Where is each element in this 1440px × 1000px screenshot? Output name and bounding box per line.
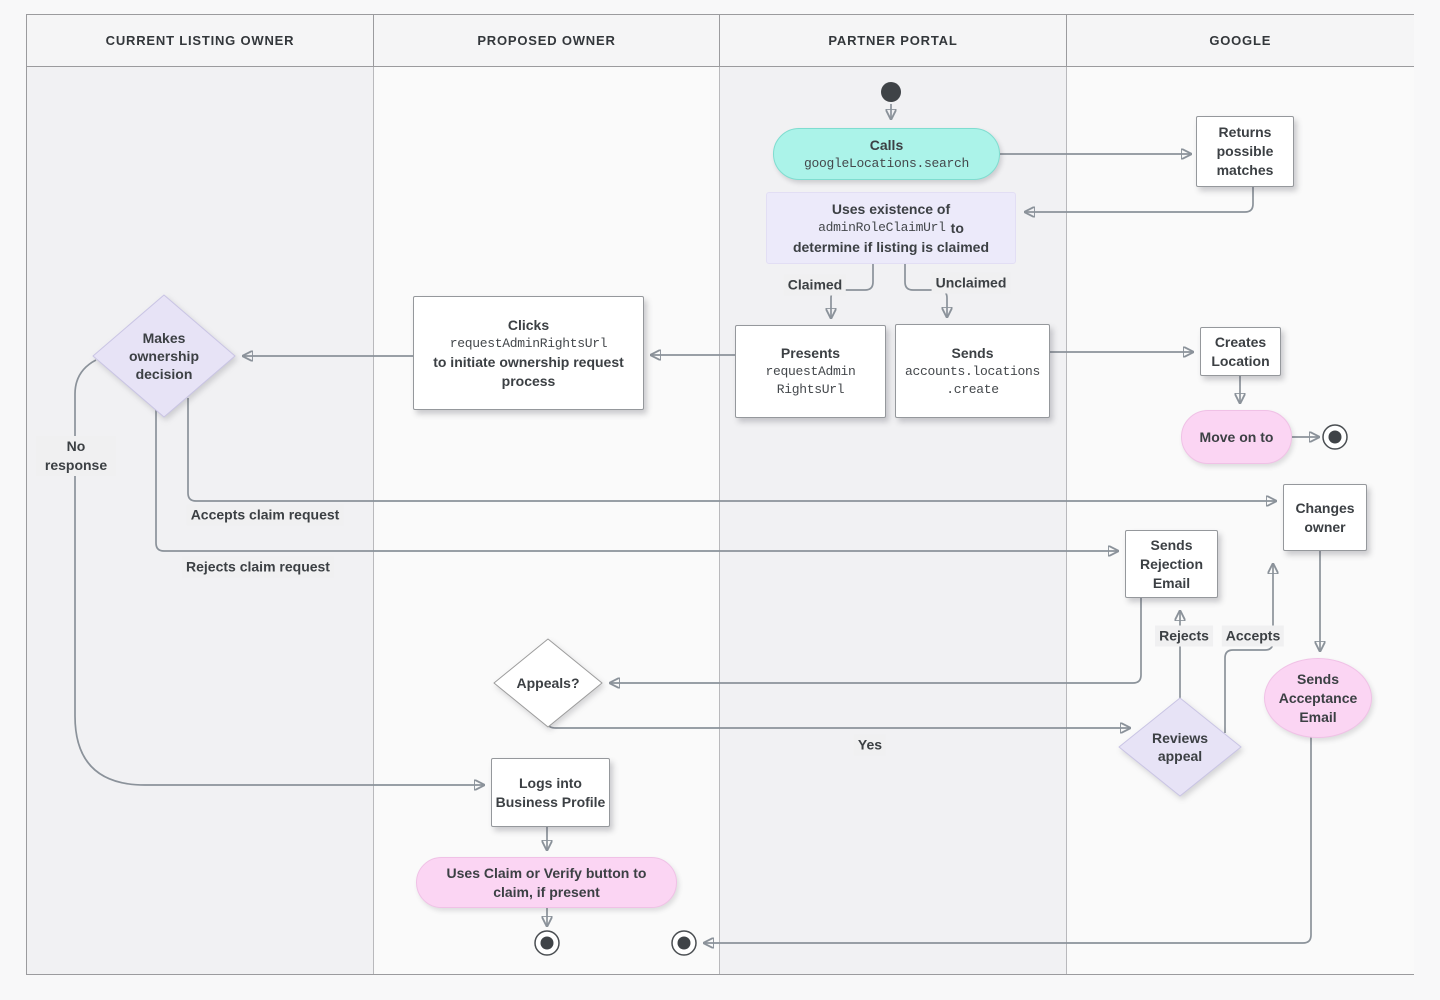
edge-label-accepts: Accepts [1221,625,1285,647]
diamond-shape [493,638,603,728]
lane-header-current-listing-owner: CURRENT LISTING OWNER [27,15,374,67]
lane-header-partner-portal: PARTNER PORTAL [720,15,1067,67]
node-line3: determine if listing is claimed [792,238,990,255]
node-logs-into-business-profile: Logs into Business Profile [491,758,610,827]
node-title: Sends [951,344,994,361]
node-text: to initiate ownership request process [433,353,624,389]
diamond-shape [1118,697,1242,797]
node-code-line1: requestAdmin [765,364,856,379]
node-line1: Uses existence of [831,200,951,217]
edge-label-claimed: Claimed [783,274,847,296]
node-code: adminRoleClaimUrl [818,219,946,235]
node-code-line1: accounts.locations [904,363,1041,379]
node-code-line2: .create [946,381,999,397]
edge-label-accepts-claim-request: Accepts claim request [186,504,344,526]
decision-label: Appeals? [516,675,580,691]
decision-makes-ownership-decision: Makes ownership decision [92,294,236,418]
end-circle-icon [534,930,560,956]
node-move-on-to: Move on to [1181,410,1292,464]
node-clicks-requestadminrightsurl: Clicks requestAdminRightsUrl to initiate… [413,296,644,410]
edge-label-rejects-claim-request: Rejects claim request [182,556,334,578]
node-text: Uses Claim or Verify button to claim, if… [446,864,647,900]
end-circle-icon [1322,424,1348,450]
decision-label: Makes ownership decision [128,330,199,382]
node-title: Calls [869,136,904,153]
node-code: requestAdminRightsUrl [449,335,608,351]
node-uses-claim-or-verify-button: Uses Claim or Verify button to claim, if… [416,857,677,908]
node-text: Logs into Business Profile [495,774,606,810]
node-uses-existence-adminroleclaimurl: Uses existence of adminRoleClaimUrl to d… [766,192,1016,264]
edge-label-unclaimed: Unclaimed [931,272,1011,294]
edge-label-yes: Yes [853,734,887,756]
node-creates-location: Creates Location [1200,327,1281,376]
decision-reviews-appeal: Reviews appeal [1118,697,1242,797]
node-presents-requestadminrightsurl: Presents requestAdmin RightsUrl [735,325,886,418]
node-text: Creates Location [1211,333,1270,369]
node-changes-owner: Changes owner [1283,484,1367,551]
node-text: Move on to [1199,428,1274,445]
node-sends-rejection-email: Sends Rejection Email [1125,530,1218,598]
decision-label: Reviews appeal [1151,730,1209,764]
start-circle-icon [881,82,901,102]
node-line2-suffix: to [950,219,964,236]
lane-header-google: GOOGLE [1067,15,1414,67]
node-code-line2: RightsUrl [776,382,845,397]
edge-label-no-response: No response [36,436,116,476]
node-text: Sends Rejection Email [1139,536,1203,591]
node-calls-googlelocations-search: Calls googleLocations.search [773,128,1000,180]
node-sends-accounts-locations-create: Sends accounts.locations .create [895,324,1050,418]
node-text: Changes owner [1295,499,1355,535]
decision-appeals: Appeals? [493,638,603,728]
node-text: Sends Acceptance Email [1278,670,1358,725]
node-title: Clicks [507,316,550,333]
edge-label-rejects: Rejects [1155,625,1213,647]
node-title: Presents [780,345,841,361]
diamond-shape [92,294,236,418]
node-text: Returns possible matches [1216,124,1274,178]
node-code: googleLocations.search [803,155,970,171]
end-circle-icon [671,930,697,956]
node-returns-possible-matches: Returns possible matches [1196,116,1294,187]
lane-header-proposed-owner: PROPOSED OWNER [374,15,720,67]
node-sends-acceptance-email: Sends Acceptance Email [1264,658,1372,738]
